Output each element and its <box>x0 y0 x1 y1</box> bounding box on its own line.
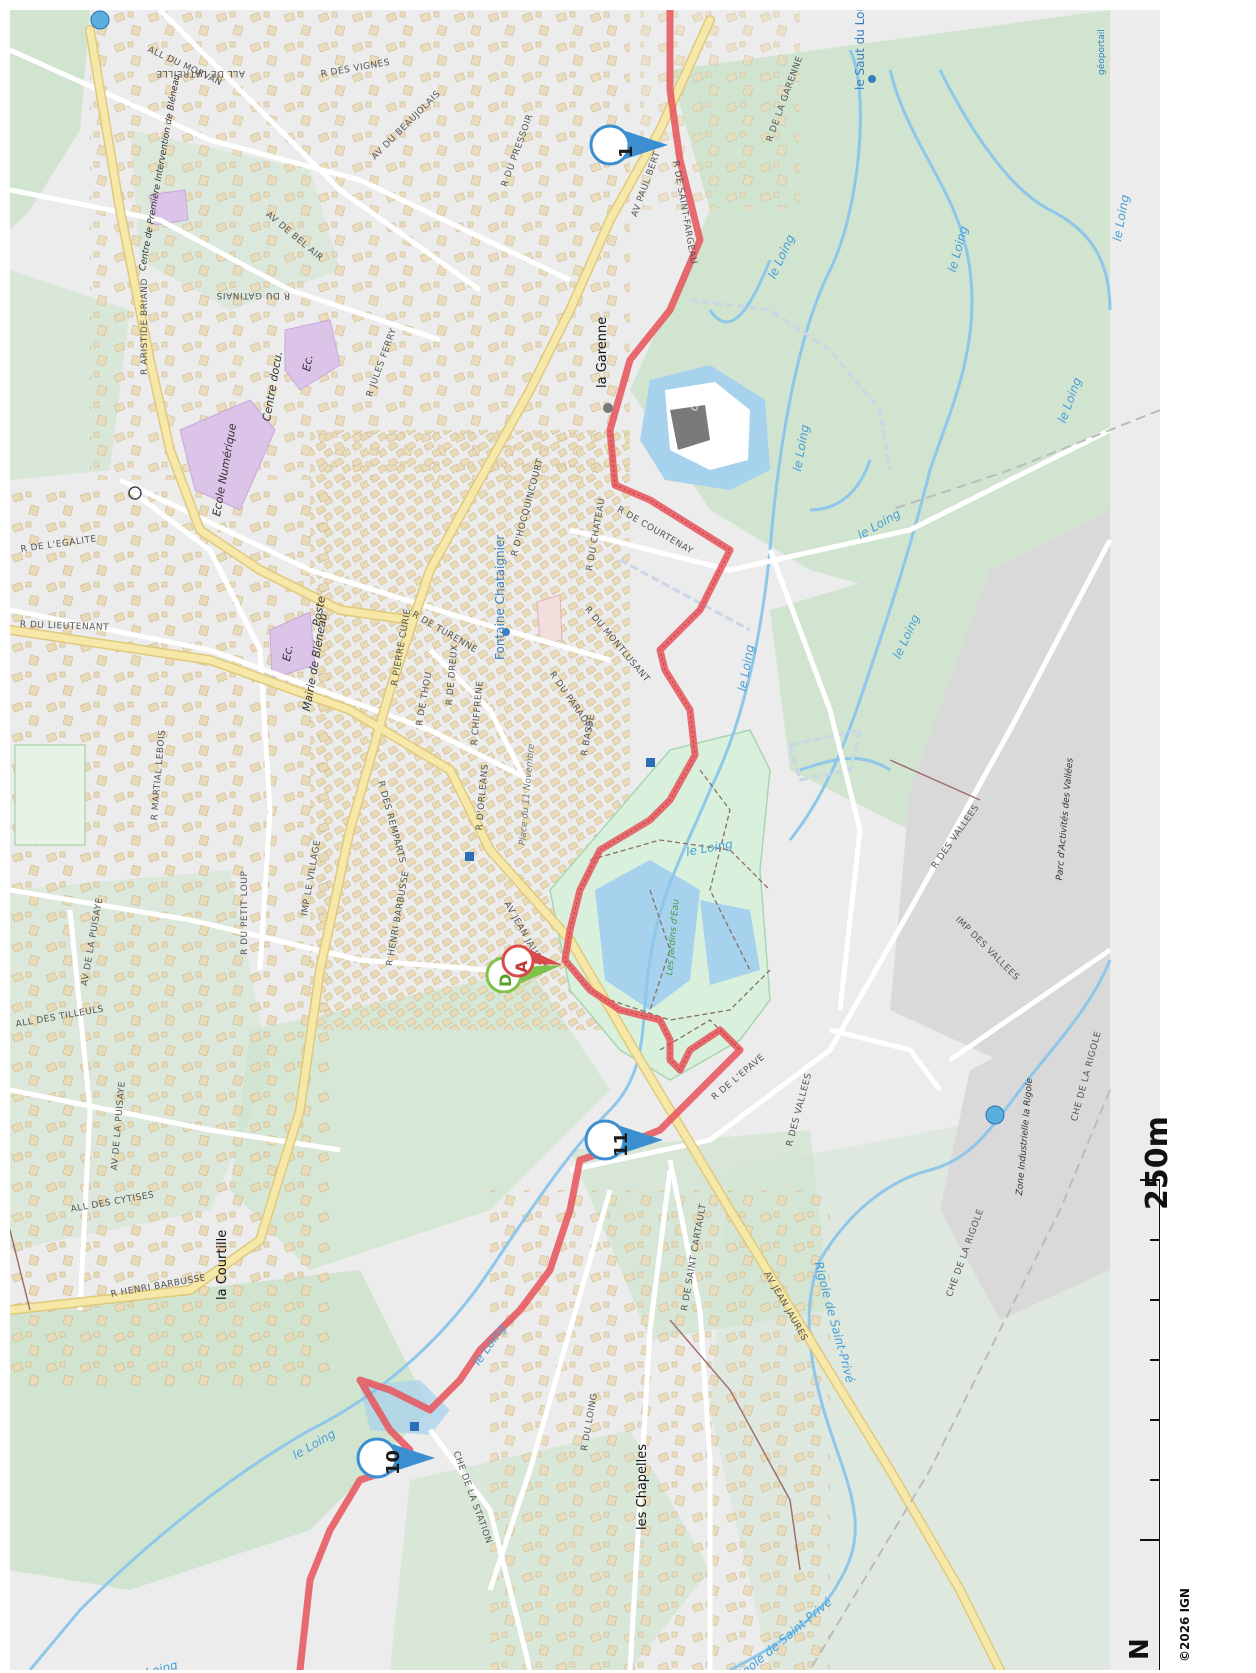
power-lines <box>10 759 981 1571</box>
map-layers <box>10 10 1160 1670</box>
start-marker-label: D <box>496 973 515 987</box>
copyright-label: ©2026 IGN <box>1178 1588 1192 1662</box>
map-canvas[interactable]: ALL DU MORVAN ALL DE LATREILLE R DES VIG… <box>10 10 1160 1670</box>
canals <box>619 298 892 782</box>
school-areas <box>149 189 563 679</box>
scale-bar <box>1140 1179 1160 1670</box>
viewpoint-icon <box>868 75 876 83</box>
buildings-north <box>90 10 630 480</box>
place-label: Fontaine Chataignier <box>493 534 507 660</box>
place-label: les Chapelles <box>635 1443 650 1530</box>
marker-label: 11 <box>611 1131 632 1157</box>
street-label: R ARISTIDE BRIAND <box>140 278 150 375</box>
water-tower-icons <box>90 10 1005 1125</box>
railway <box>809 409 1160 1670</box>
rivers <box>28 49 1112 1670</box>
castle <box>670 405 710 450</box>
poi-squares <box>410 758 655 1431</box>
north-arrow-label: N <box>1125 1638 1155 1660</box>
hike-route <box>296 10 744 1670</box>
industrial-zones <box>890 510 1110 1320</box>
scale-label: 250m <box>1140 1116 1175 1210</box>
marker-label: 1 <box>616 145 637 158</box>
arrival-marker-label: A <box>512 960 531 973</box>
street-label: R DU PETIT LOUP <box>240 870 250 955</box>
fountain-icon <box>502 628 510 636</box>
marker-label: 10 <box>383 1449 404 1475</box>
place-label: la Courtille <box>215 1229 230 1300</box>
place-label: le Saut du Loup <box>853 10 867 90</box>
sports-field <box>14 744 86 846</box>
park-footpaths <box>589 769 771 1051</box>
geoportail-logo: géoportail <box>1097 29 1107 75</box>
place-label: la Garenne <box>595 316 610 388</box>
street-label: ALL DE LATREILLE <box>155 68 245 78</box>
street-label: R DU GATINAIS <box>216 290 290 300</box>
castle-label: Ch <box>690 398 702 412</box>
